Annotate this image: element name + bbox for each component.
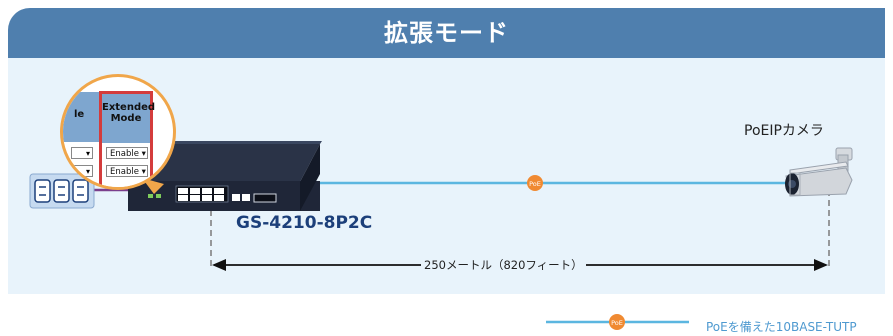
switch-model-label: GS-4210-8P2C xyxy=(236,213,373,233)
legend-badge-text: PoE xyxy=(611,319,623,327)
legend-poe-badge-icon: PoE xyxy=(609,314,625,330)
extended-mode-column: Enable ▾ Enable ▾ xyxy=(99,143,153,187)
magnifier-zoom-icon: le Extended Mode ▾ ▾ Enable ▾ Enable ▾ xyxy=(60,74,176,190)
title-banner: 拡張モード xyxy=(8,8,885,58)
patch-panel-icon xyxy=(29,173,95,209)
extended-mode-select-1[interactable]: Enable ▾ xyxy=(106,147,148,159)
arrow-head-right-icon xyxy=(814,259,828,271)
poe-badge-text: PoE xyxy=(529,180,541,188)
distance-label: 250メートル（820フィート） xyxy=(421,257,586,273)
left-header-text: le xyxy=(74,109,85,120)
zoom-left-header: le xyxy=(63,92,99,142)
extended-header-line1: Extended xyxy=(102,102,156,113)
arrow-head-left-icon xyxy=(212,259,226,271)
left-select-2[interactable]: ▾ xyxy=(71,165,93,177)
left-select-1[interactable]: ▾ xyxy=(71,147,93,159)
extended-mode-select-2[interactable]: Enable ▾ xyxy=(106,165,148,177)
legend-label: PoEを備えた10BASE-TUTP xyxy=(706,320,857,334)
extended-header-line2: Mode xyxy=(110,113,142,124)
ip-camera-icon xyxy=(785,147,853,197)
poe-badge-icon: PoE xyxy=(527,175,543,191)
camera-label: PoEIPカメラ xyxy=(744,123,824,139)
diagram-title: 拡張モード xyxy=(384,19,509,47)
extended-mode-header: Extended Mode xyxy=(99,91,156,143)
